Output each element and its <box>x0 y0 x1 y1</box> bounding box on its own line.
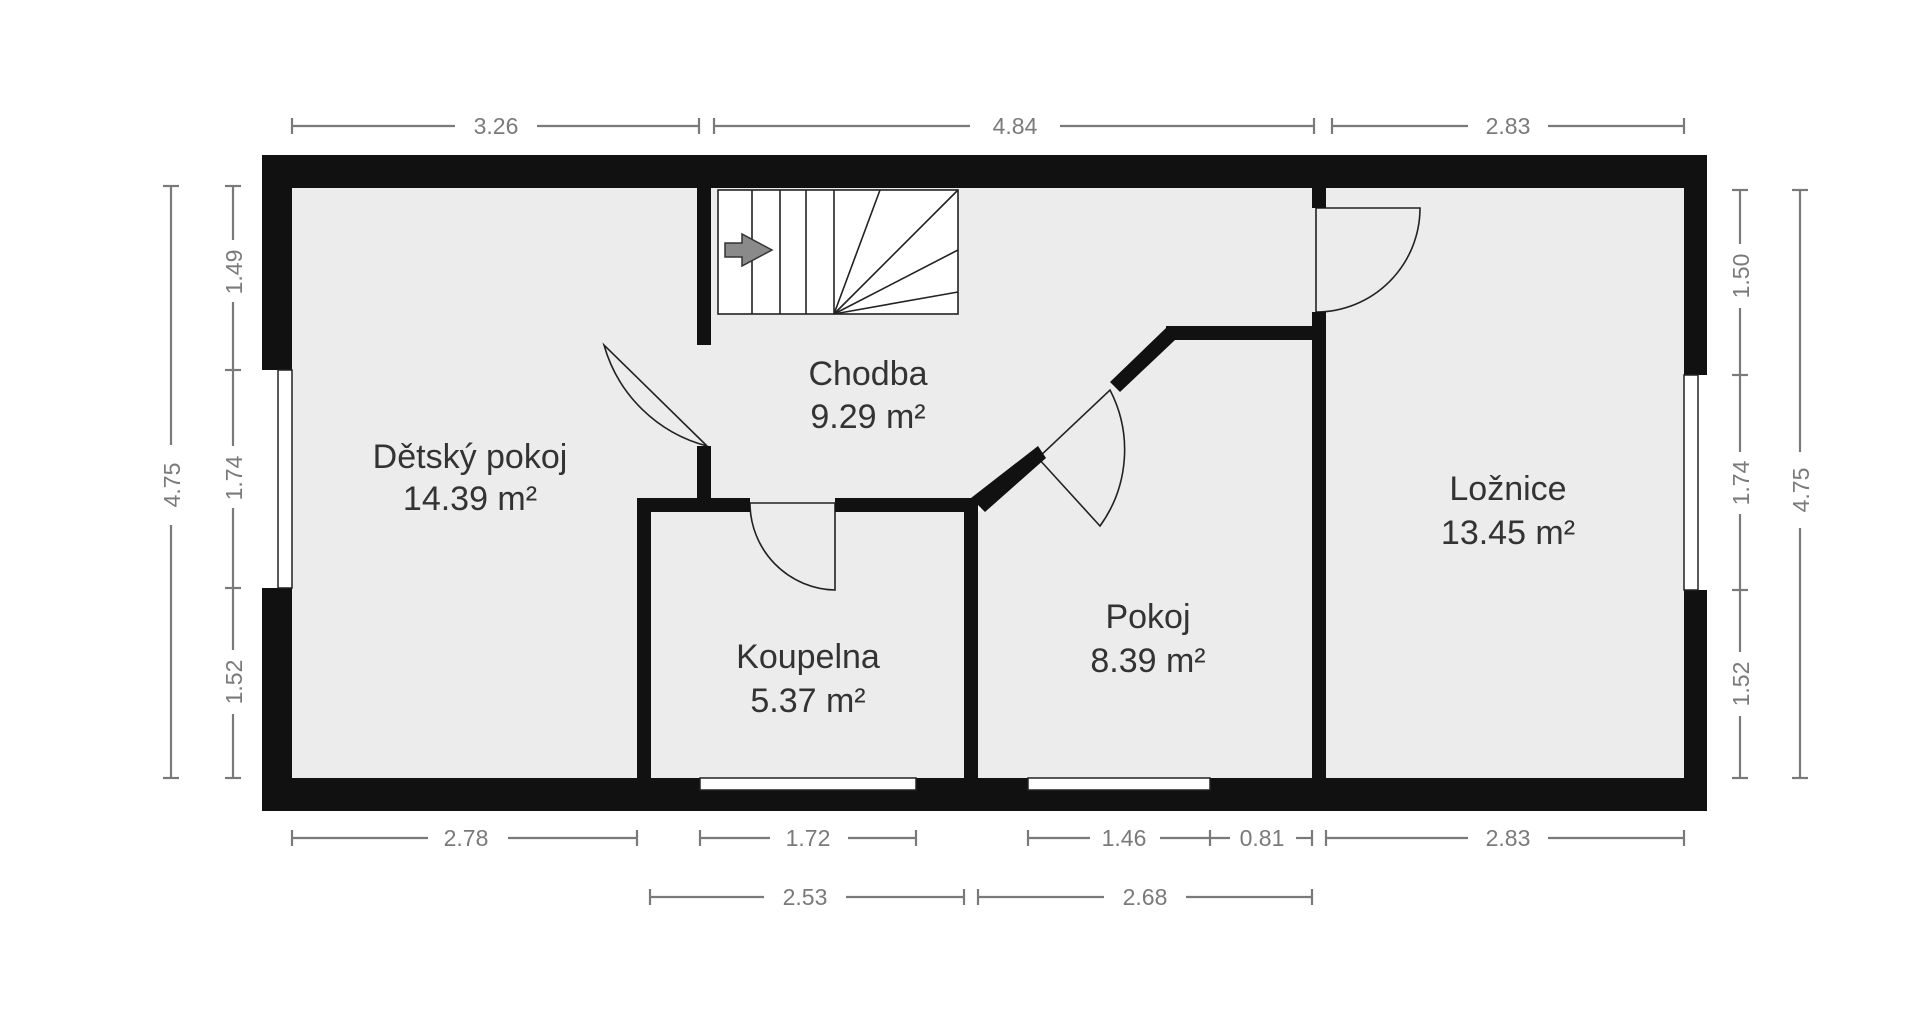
room-name-chodba: Chodba <box>808 355 927 393</box>
room-area-loznice: 13.45 m² <box>1441 514 1575 552</box>
room-area-koupelna: 5.37 m² <box>750 682 865 720</box>
dim-bottom-row2-2: 2.68 <box>1123 884 1168 910</box>
dimensions-bottom: 2.78 1.72 1.46 0.81 2.83 <box>290 825 1686 851</box>
dim-left-1: 1.49 <box>221 250 247 295</box>
room-name-detsky: Dětský pokoj <box>373 438 568 476</box>
dim-left-outer: 4.75 <box>159 463 185 508</box>
dim-top-left: 3.26 <box>474 113 519 139</box>
room-name-pokoj: Pokoj <box>1105 598 1190 636</box>
walls <box>262 155 1707 811</box>
door-detsky <box>602 342 710 448</box>
dim-bottom-3: 1.46 <box>1102 825 1147 851</box>
doors <box>602 207 1421 591</box>
window-pokoj <box>1027 777 1211 791</box>
room-name-koupelna: Koupelna <box>736 638 880 676</box>
dim-right-2: 1.74 <box>1728 460 1754 505</box>
dimensions-left: 4.75 1.49 1.74 1.52 <box>159 184 247 780</box>
door-pokoj <box>1036 388 1126 528</box>
window-right <box>1683 374 1699 591</box>
dim-top-mid: 4.84 <box>993 113 1038 139</box>
dimensions-bottom-row2: 2.53 2.68 <box>648 884 1314 910</box>
dim-bottom-5: 2.83 <box>1486 825 1531 851</box>
dimensions-right: 1.50 1.74 1.52 4.75 <box>1728 188 1814 780</box>
door-loznice <box>1315 207 1421 313</box>
dimensions-top: 3.26 4.84 2.83 <box>290 113 1686 139</box>
dim-bottom-1: 2.78 <box>444 825 489 851</box>
room-name-loznice: Ložnice <box>1449 470 1566 508</box>
dim-bottom-4: 0.81 <box>1240 825 1285 851</box>
dim-right-3: 1.52 <box>1728 662 1754 707</box>
window-left <box>277 369 293 589</box>
room-floor-loznice <box>1326 188 1684 778</box>
door-koupelna <box>749 502 836 591</box>
staircase <box>717 189 959 315</box>
dim-top-right: 2.83 <box>1486 113 1531 139</box>
room-area-pokoj: 8.39 m² <box>1090 642 1205 680</box>
dim-left-3: 1.52 <box>221 660 247 705</box>
room-area-detsky: 14.39 m² <box>403 480 537 518</box>
dim-bottom-row2-1: 2.53 <box>783 884 828 910</box>
room-area-chodba: 9.29 m² <box>810 398 925 436</box>
dim-left-2: 1.74 <box>221 455 247 500</box>
dim-bottom-2: 1.72 <box>786 825 831 851</box>
windows <box>277 369 1699 791</box>
dim-right-outer: 4.75 <box>1788 468 1814 513</box>
dim-right-1: 1.50 <box>1728 254 1754 299</box>
stairs-arrow-icon <box>724 232 774 268</box>
window-koupelna <box>699 777 917 791</box>
